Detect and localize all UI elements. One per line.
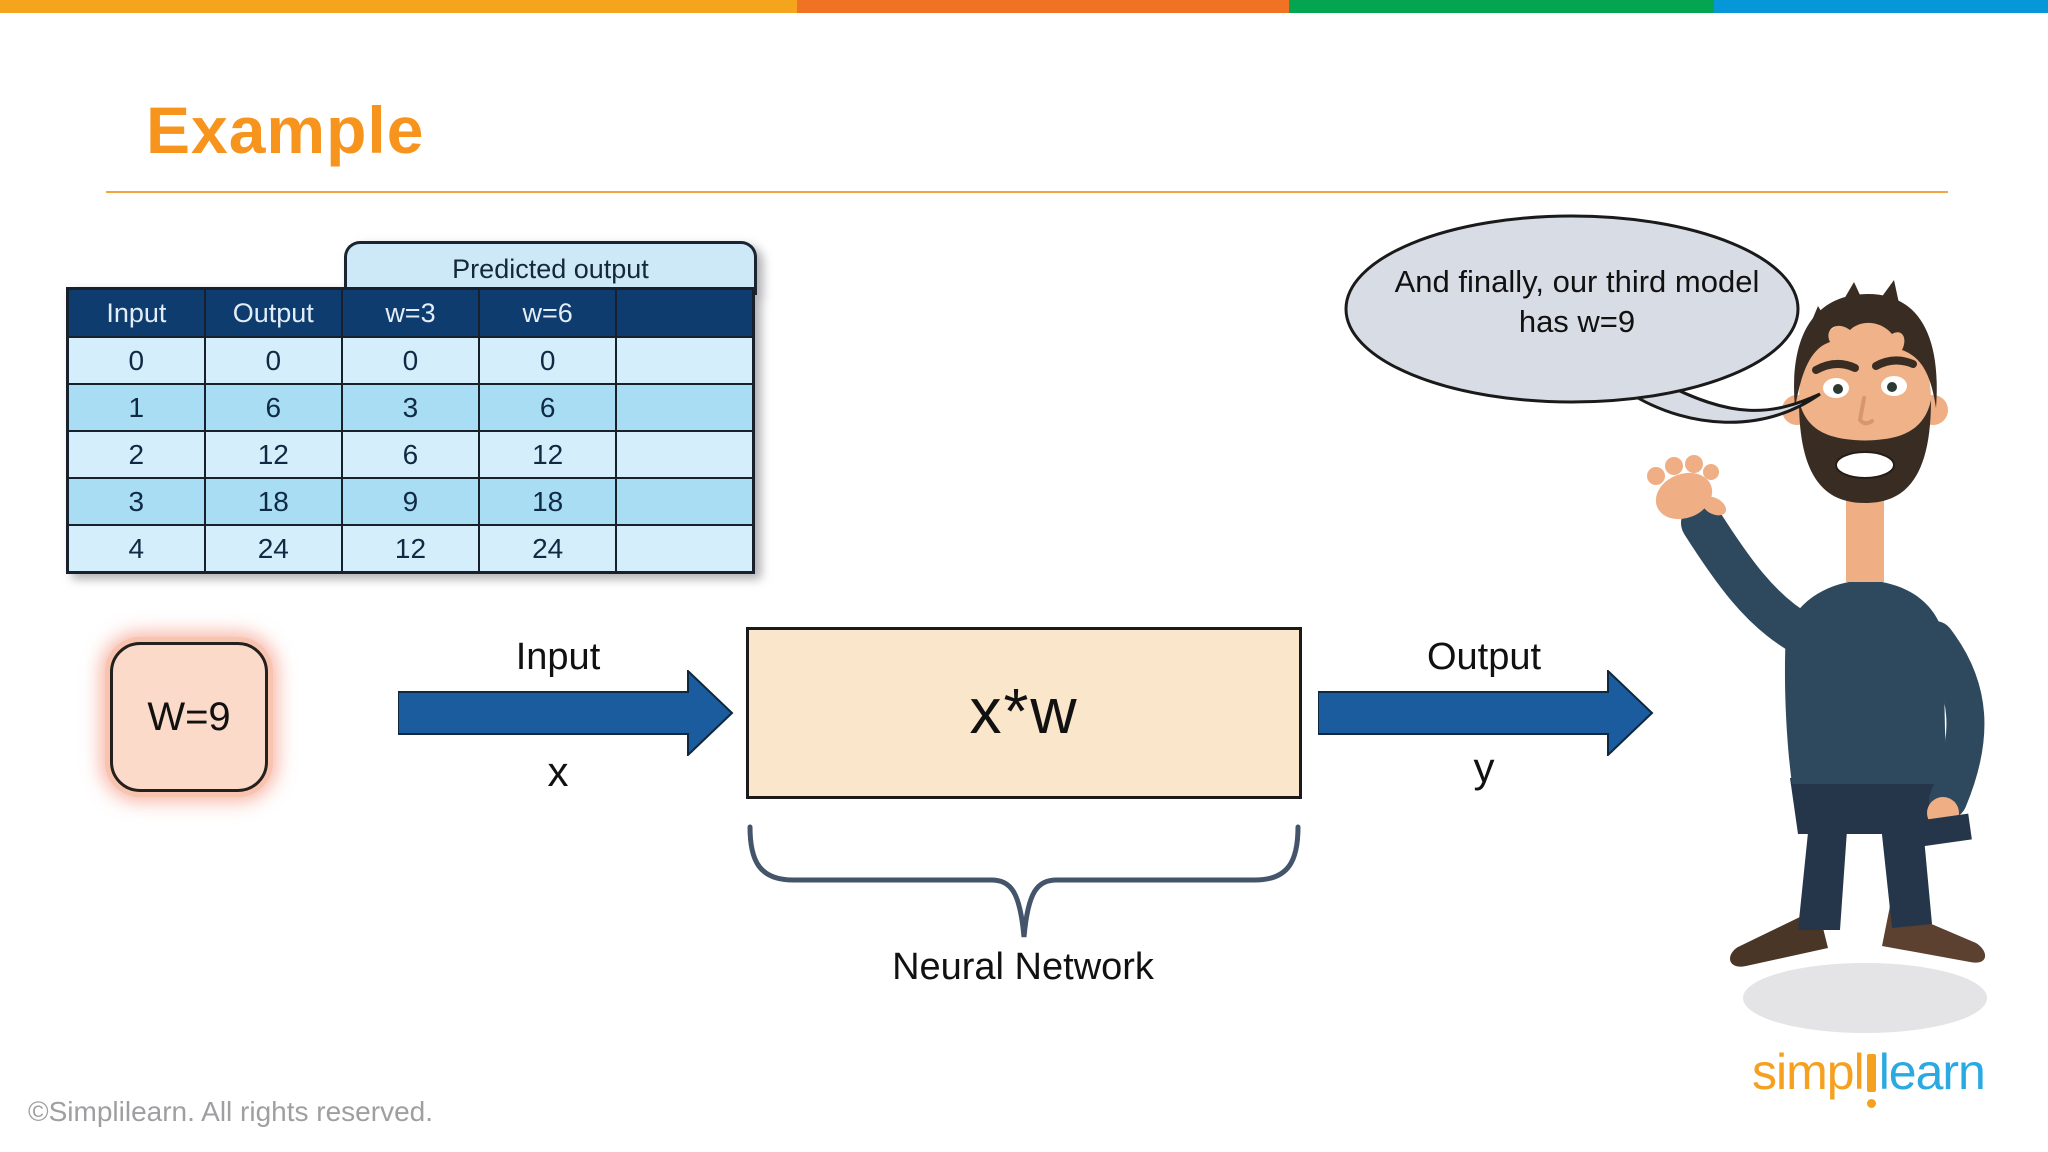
copyright-text: ©Simplilearn. All rights reserved. [28, 1096, 434, 1127]
neural-network-box: x*w [746, 627, 1302, 799]
open-hand [1647, 455, 1727, 520]
table-cell: 12 [203, 430, 343, 479]
table-cell: 9 [340, 477, 481, 526]
speech-line-2: has w=9 [1518, 304, 1636, 339]
table-cell: 6 [478, 383, 618, 432]
table-cell: 0 [66, 336, 206, 385]
character-torso [1784, 580, 1946, 784]
speech-bubble-tail [1635, 378, 1821, 424]
table-cell: 6 [203, 383, 343, 432]
predicted-output-tab: Predicted output [344, 241, 757, 295]
table-header-cell [615, 287, 755, 338]
character-hair [1794, 294, 1937, 408]
page-title: Example [146, 93, 425, 167]
table-cell: 2 [66, 430, 206, 479]
table-cell: 3 [340, 383, 481, 432]
table-cell: 12 [340, 524, 481, 574]
character-smile [1835, 451, 1895, 479]
table-cell [615, 430, 755, 479]
input-arrow-icon [398, 670, 734, 756]
table-cell [615, 383, 755, 432]
bar-segment-blue [1713, 0, 2048, 13]
output-arrow-icon [1318, 670, 1654, 756]
speech-line-1: And finally, our third model [1394, 264, 1760, 299]
table-cell [615, 477, 755, 526]
weight-box: W=9 [110, 642, 268, 792]
input-arrow-bottom-label: x [547, 748, 569, 795]
table-header-cell: Output [203, 287, 343, 338]
input-arrow-top-label: Input [515, 636, 601, 678]
table-cell: 0 [340, 336, 481, 385]
table-header-cell: w=3 [340, 287, 481, 338]
table-cell: 1 [66, 383, 206, 432]
bar-segment-green [1289, 0, 1714, 13]
logo-text-simpl: simpl [1752, 1044, 1865, 1100]
table-cell: 24 [478, 524, 618, 574]
table-cell: 4 [66, 524, 206, 574]
table-cell [615, 336, 755, 385]
table-cell [615, 524, 755, 574]
table-cell: 18 [203, 477, 343, 526]
table-cell: 6 [340, 430, 481, 479]
simplilearn-logo: simpl learn [1752, 1040, 1986, 1108]
logo-i-dot [1866, 1099, 1876, 1108]
table-cell: 3 [66, 477, 206, 526]
underbrace-icon [747, 824, 1301, 938]
speech-bubble-text: And finally, our third model has w=9 [1356, 262, 1798, 342]
table-cell: 24 [203, 524, 343, 574]
bar-segment-orange [0, 0, 798, 13]
logo-text-learn: learn [1878, 1044, 1986, 1100]
table-cell: 18 [478, 477, 618, 526]
logo-i-mark-icon [1866, 1040, 1876, 1108]
character-shadow [1743, 963, 1987, 1033]
table-header-cell: Input [66, 287, 206, 338]
table-cell: 12 [478, 430, 618, 479]
brand-color-bar [0, 0, 2048, 13]
title-underline [106, 191, 1948, 193]
table-cell: 0 [478, 336, 618, 385]
presenter-character-illustration [1647, 280, 1987, 1033]
output-arrow-bottom-label: y [1473, 744, 1495, 791]
bar-segment-dark-orange [797, 0, 1289, 13]
logo-i-bar [1866, 1054, 1876, 1092]
neural-network-caption: Neural Network [892, 946, 1154, 988]
table-cell: 0 [203, 336, 343, 385]
output-arrow-top-label: Output [1426, 636, 1542, 678]
table-header-cell: w=6 [478, 287, 618, 338]
speech-bubble [1344, 214, 1821, 424]
